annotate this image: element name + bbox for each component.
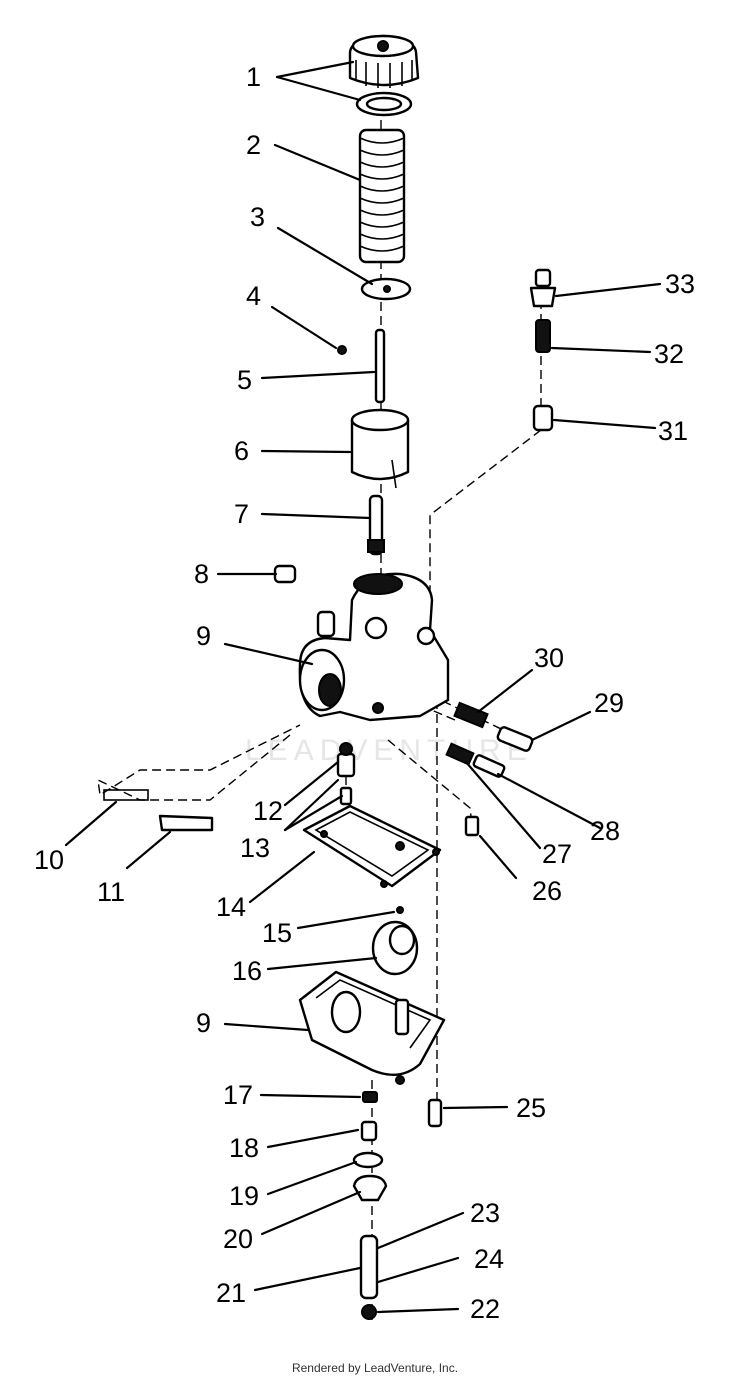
- callout-9-bowl: 9: [196, 1008, 211, 1038]
- part-15-pin: [396, 906, 404, 914]
- part-9-float-bowl: [298, 970, 446, 1085]
- callout-20: 20: [223, 1224, 253, 1254]
- part-9-carburetor-body: [298, 572, 450, 722]
- part-27-spring: [445, 742, 475, 766]
- callout-25: 25: [516, 1093, 546, 1123]
- part-20-drain-plug: [352, 1174, 388, 1202]
- callout-31: 31: [658, 416, 688, 446]
- part-3-clip-plate: [360, 277, 412, 301]
- callout-30: 30: [534, 643, 564, 673]
- callout-13: 13: [240, 833, 270, 863]
- callout-labels: 1 2 3 4 5 6 7 8 9 10 11 12 13 14 15 16 9…: [34, 62, 695, 1324]
- callout-10: 10: [34, 845, 64, 875]
- callout-7: 7: [234, 499, 249, 529]
- leader-lines: [64, 60, 662, 1314]
- callout-22: 22: [470, 1294, 500, 1324]
- part-33-fitting: [529, 268, 557, 308]
- part-11-bracket: [158, 814, 214, 832]
- part-4-e-clip: [337, 345, 347, 355]
- part-26-fitting: [464, 815, 480, 837]
- part-28-screw: [472, 754, 506, 778]
- callout-33: 33: [665, 269, 695, 299]
- part-22-cap-end: [361, 1304, 377, 1320]
- part-2-spring: [358, 128, 406, 264]
- footer-credit: Rendered by LeadVenture, Inc.: [291, 1361, 459, 1375]
- part-19-o-ring: [352, 1151, 384, 1169]
- callout-16: 16: [232, 956, 262, 986]
- callout-15: 15: [262, 918, 292, 948]
- callout-11: 11: [97, 877, 125, 907]
- part-30-spring: [453, 701, 489, 729]
- part-10-plate: [103, 789, 149, 801]
- callout-14: 14: [216, 892, 246, 922]
- callout-6: 6: [234, 436, 249, 466]
- part-25-screw: [427, 1098, 443, 1128]
- part-5-jet-needle: [374, 328, 386, 404]
- callout-27: 27: [542, 839, 572, 869]
- part-16-float: [371, 920, 419, 976]
- part-31-nut: [532, 404, 554, 432]
- callout-5: 5: [237, 365, 252, 395]
- callout-29: 29: [594, 688, 624, 718]
- callout-18: 18: [229, 1133, 259, 1163]
- callout-1: 1: [246, 62, 261, 92]
- part-1-cap-and-washer: [348, 34, 420, 117]
- callout-28: 28: [590, 816, 620, 846]
- callout-8: 8: [194, 559, 209, 589]
- part-21-tube: [359, 1234, 379, 1300]
- callout-2: 2: [246, 130, 261, 160]
- part-18-main-jet: [360, 1120, 378, 1142]
- part-12-jet: [336, 742, 356, 778]
- part-8-cap: [273, 564, 297, 584]
- part-6-throttle-valve: [350, 408, 410, 489]
- callout-3: 3: [250, 202, 265, 232]
- part-29-screw: [496, 726, 534, 752]
- part-17-washer: [362, 1091, 378, 1103]
- callout-19: 19: [229, 1181, 259, 1211]
- callout-9: 9: [196, 621, 211, 651]
- callout-17: 17: [223, 1080, 253, 1110]
- callout-32: 32: [654, 339, 684, 369]
- callout-12: 12: [253, 796, 283, 826]
- callout-21: 21: [216, 1278, 246, 1308]
- callout-4: 4: [246, 281, 261, 311]
- callout-24: 24: [474, 1244, 504, 1274]
- callout-26: 26: [532, 876, 562, 906]
- callout-23: 23: [470, 1198, 500, 1228]
- part-7-needle-jet: [367, 494, 385, 556]
- part-14-gasket: [302, 804, 442, 888]
- part-32-spring: [535, 319, 551, 353]
